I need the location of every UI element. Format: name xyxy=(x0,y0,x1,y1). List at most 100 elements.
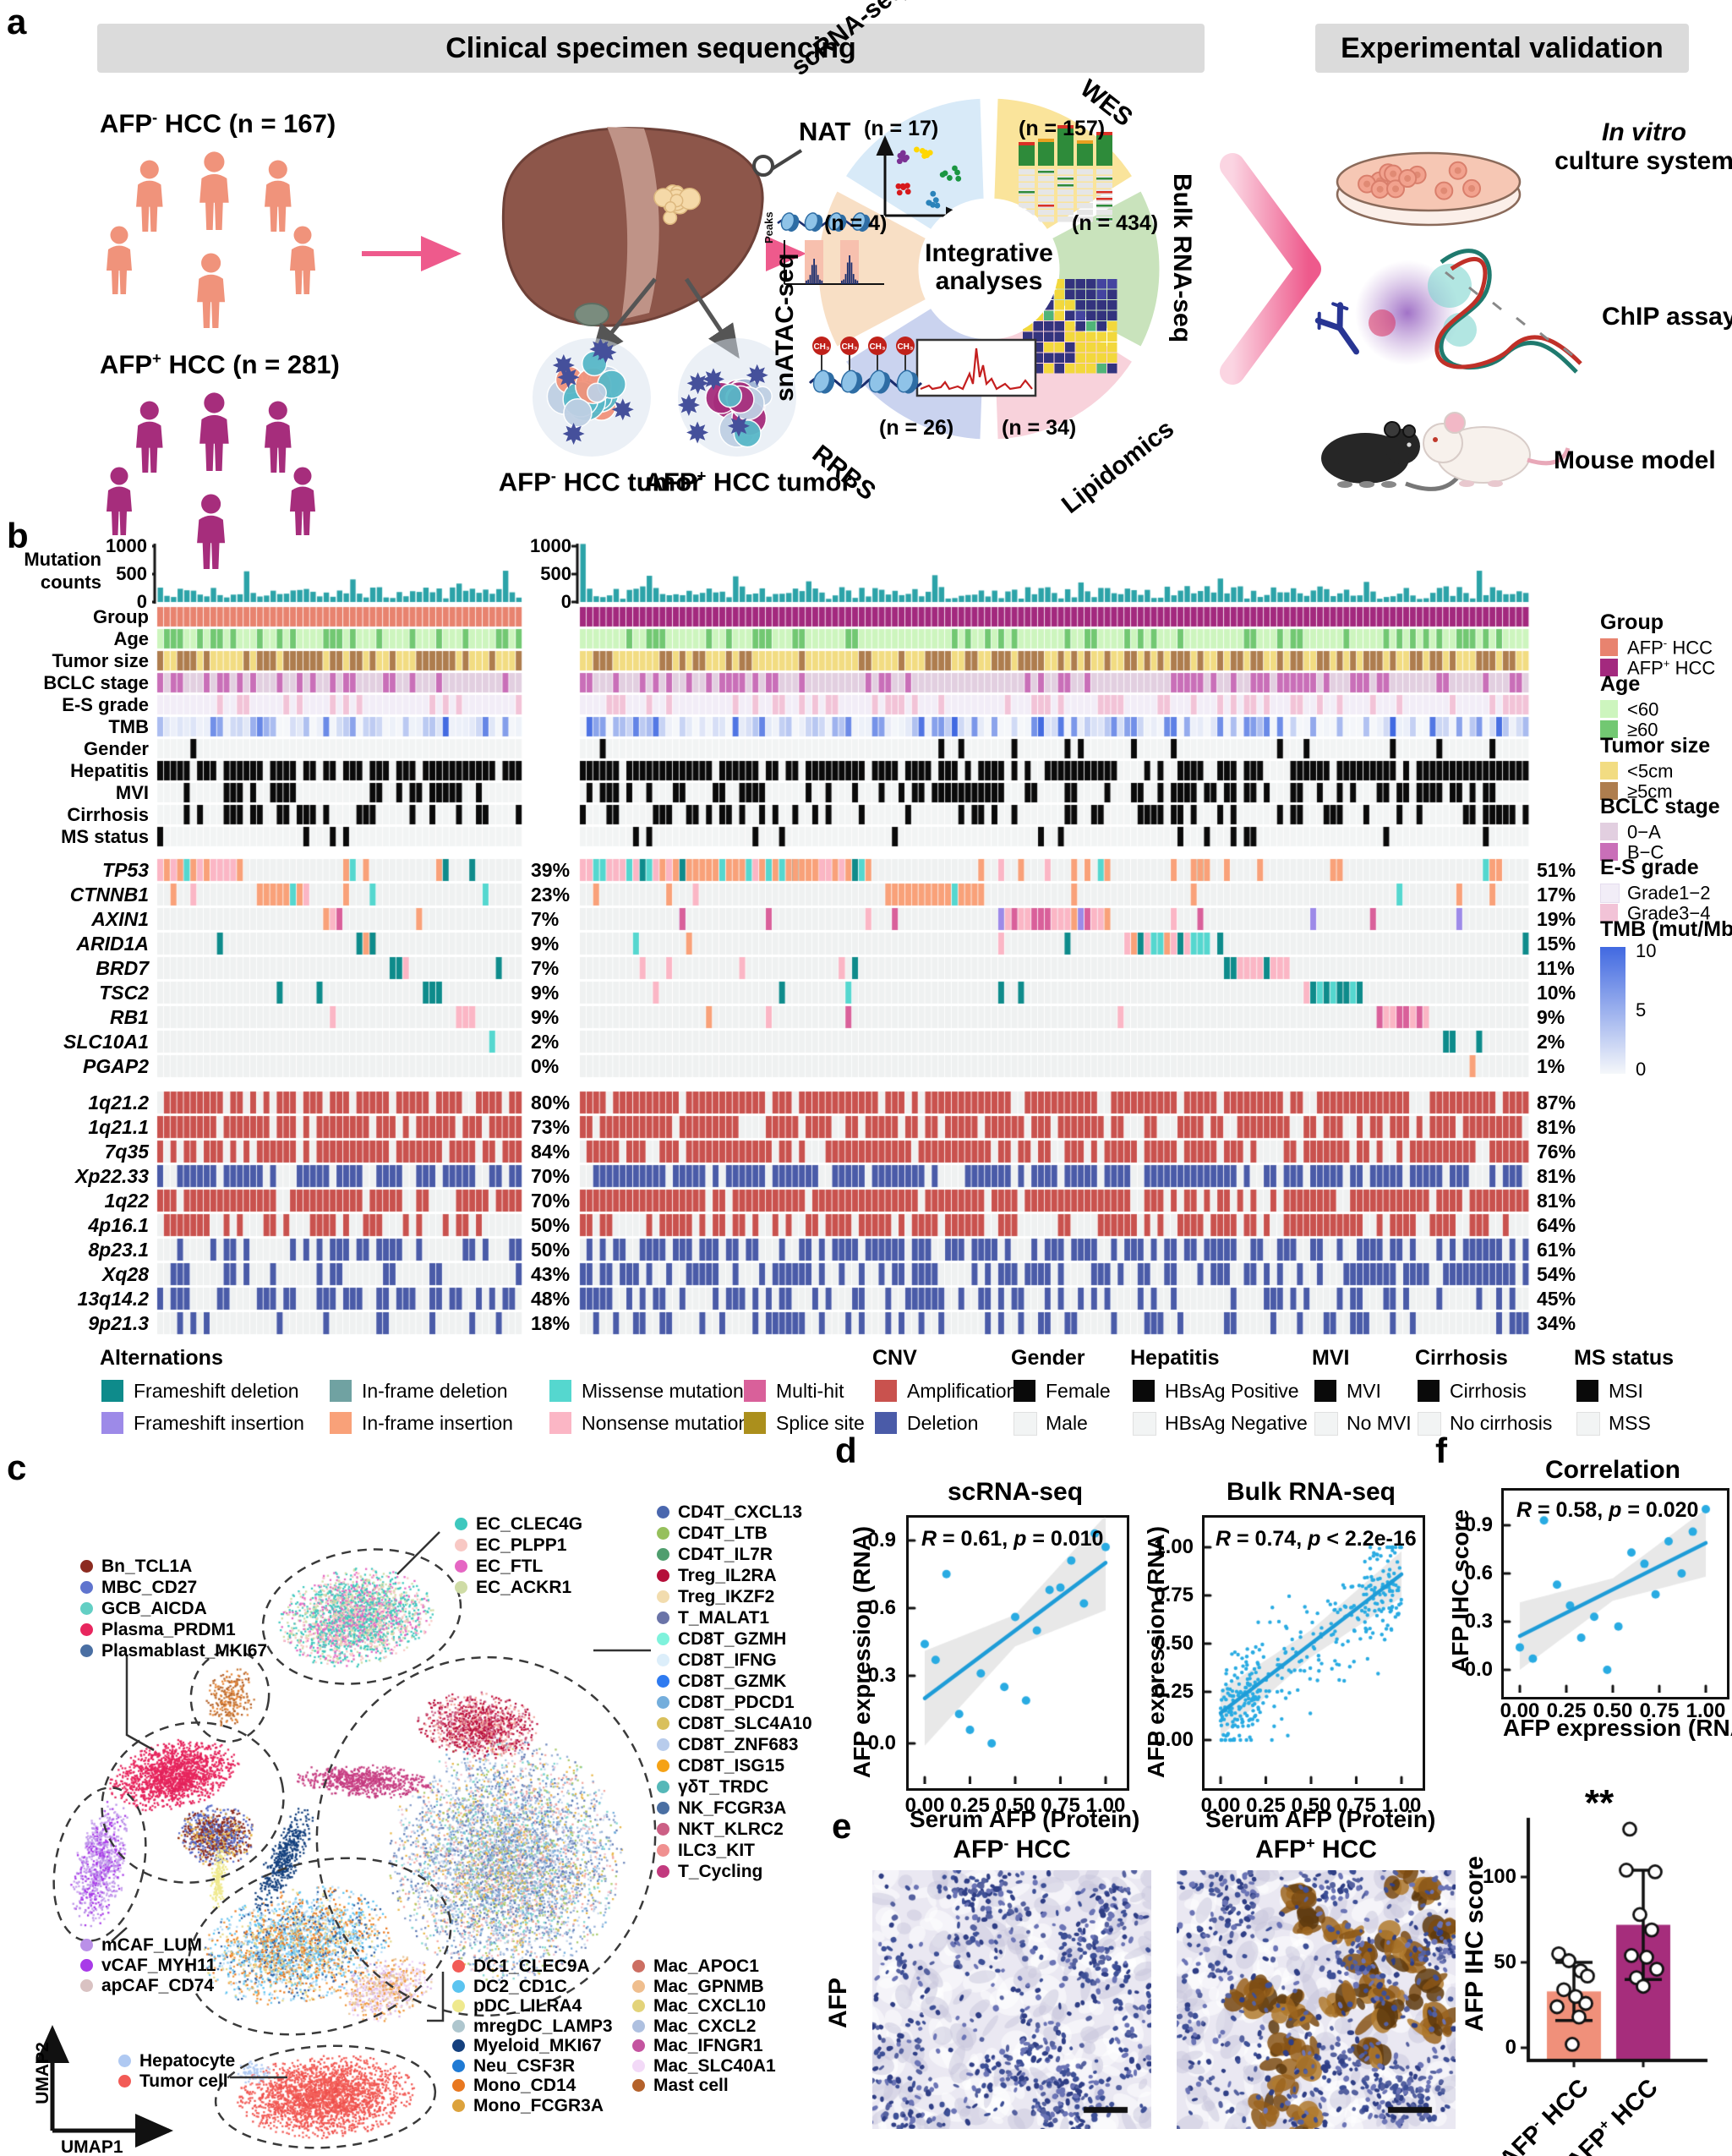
lipidomics-spectrum-icon xyxy=(915,338,1037,397)
ihc-bar-y-tick: 100 xyxy=(1482,1865,1516,1888)
cluster-dot-legend_myeloid_left xyxy=(452,2059,465,2072)
cluster-dot-legend_tnk xyxy=(657,1759,669,1772)
cluster-label: Tumor cell xyxy=(139,2071,228,2091)
side-legend-title: E-S grade xyxy=(1600,856,1699,879)
person-icon xyxy=(265,401,292,473)
cluster-label: CD8T_ZNF683 xyxy=(678,1735,799,1754)
cluster-label: Plasmablast_MKI67 xyxy=(101,1641,268,1661)
clinical-row-label: Group xyxy=(93,606,149,627)
wheel-n-bulk: (n = 434) xyxy=(1072,211,1159,235)
cnv-right-pct: 87% xyxy=(1537,1092,1576,1114)
legend-swatch xyxy=(1314,1412,1338,1436)
clinical-row-label: Cirrhosis xyxy=(67,804,149,825)
tumor-pos-label: AFP+ HCC tumor xyxy=(644,467,852,497)
side-legend-swatch xyxy=(1600,700,1618,718)
corr-scatter-canvas xyxy=(1503,1490,1723,1693)
cluster-dot-legend_tnk xyxy=(657,1865,669,1878)
wheel-sector-label-snatac: snATAC-seq xyxy=(771,253,799,402)
clinical-row-label: Age xyxy=(113,628,149,649)
bulk-y-tick: 0.75 xyxy=(1154,1584,1194,1606)
cnv-right-pct: 64% xyxy=(1537,1214,1576,1236)
tmb-tick: 10 xyxy=(1636,940,1657,961)
person-icon xyxy=(199,392,229,471)
cluster-label: CD8T_GZMK xyxy=(678,1672,787,1691)
cnv-left-pct: 43% xyxy=(531,1263,571,1285)
panel-b-label: b xyxy=(7,516,29,555)
gene-left-pct: 39% xyxy=(531,859,571,881)
legend-item-label: HBsAg Positive xyxy=(1165,1380,1299,1402)
panel-e-label: e xyxy=(832,1806,852,1846)
bulk-x-tick: 1.00 xyxy=(1381,1794,1422,1817)
cluster-label: Plasma_PRDM1 xyxy=(101,1620,236,1639)
legend-swatch xyxy=(1014,1412,1037,1436)
cluster-label: Mono_FCGR3A xyxy=(473,2095,604,2115)
cluster-label: DC1_CLEC9A xyxy=(473,1956,590,1976)
gene-left-pct: 0% xyxy=(531,1055,560,1077)
bulk-x-tick: 0.75 xyxy=(1336,1794,1376,1817)
cluster-label: Bn_TCL1A xyxy=(101,1557,193,1576)
person-icon xyxy=(199,151,229,230)
legend-swatch xyxy=(744,1380,766,1402)
corr-y-tick: 0.3 xyxy=(1464,1610,1493,1633)
ihc-neg-title: AFP- HCC xyxy=(953,1835,1071,1863)
cluster-dot-legend_myeloid_left xyxy=(452,1960,465,1973)
panel-a-label: a xyxy=(7,2,27,41)
scrna-plot-title: scRNA-seq xyxy=(947,1478,1084,1506)
header-right-text: Experimental validation xyxy=(1341,31,1664,64)
cluster-dot-legend_tnk xyxy=(657,1590,669,1603)
bulk-scatter-canvas xyxy=(1204,1517,1418,1784)
cnv-left-pct: 80% xyxy=(531,1092,571,1114)
scrna-stats: R = 0.61, p = 0.010 xyxy=(921,1527,1104,1551)
cluster-dot-legend_myeloid_left xyxy=(452,2039,465,2052)
legend-swatch xyxy=(1014,1380,1035,1402)
svg-text:CH₃: CH₃ xyxy=(897,342,913,352)
gene-right-pct: 11% xyxy=(1537,957,1575,979)
cluster-outline xyxy=(189,1649,270,1743)
snatac-icon: Peaks xyxy=(762,211,884,285)
scrna-y-tick: 0.6 xyxy=(867,1596,896,1619)
person-icon xyxy=(136,401,163,473)
tmb-legend-title: TMB (mut/Mb) xyxy=(1600,917,1732,941)
cluster-dot-legend_parenchymal xyxy=(118,2075,131,2088)
bulk-plot-title: Bulk RNA-seq xyxy=(1226,1478,1396,1506)
legend-swatch xyxy=(1418,1412,1441,1436)
cnv-row-label: 9p21.3 xyxy=(88,1312,149,1334)
corr-x-title: AFP expression (RNA) xyxy=(1503,1715,1732,1741)
cluster-dot-legend_tnk xyxy=(657,1781,669,1793)
side-legend-title: Tumor size xyxy=(1600,734,1711,758)
cluster-dot-legend_b xyxy=(80,1623,93,1636)
cluster-outline xyxy=(187,1857,452,2036)
mouse-label: Mouse model xyxy=(1554,446,1716,474)
gene-right-pct: 10% xyxy=(1537,982,1576,1004)
significance-stars: ** xyxy=(1584,1782,1615,1824)
gene-right-pct: 15% xyxy=(1537,933,1576,955)
legend-item-label: MVI xyxy=(1347,1380,1381,1402)
cluster-dot-legend_myeloid_right xyxy=(632,2079,645,2092)
side-legend-title: Group xyxy=(1600,610,1664,634)
cluster-dot-legend_caf xyxy=(80,1959,93,1972)
mut-axis-tick-right: 1000 xyxy=(530,535,571,556)
ihc-image-afp-pos xyxy=(1177,1870,1456,2129)
cluster-dot-legend_myeloid_right xyxy=(632,1960,645,1973)
scrna-x-tick: 0.25 xyxy=(950,1794,990,1817)
umap-scatter xyxy=(8,1429,854,2156)
corr-x-tick: 0.50 xyxy=(1593,1699,1633,1722)
gene-row-label: ARID1A xyxy=(76,933,149,955)
mut-axis-tick-right: 500 xyxy=(540,563,571,584)
gene-row-label: TP53 xyxy=(102,859,149,881)
cnv-left-pct: 70% xyxy=(531,1190,571,1212)
clinical-row-label: BCLC stage xyxy=(43,672,149,693)
ihc-pos-title: AFP HCC+ HCC xyxy=(1255,1835,1377,1863)
cluster-dot-legend_tnk xyxy=(657,1823,669,1836)
bulk-x-tick: 0.00 xyxy=(1200,1794,1241,1817)
corr-x-tick: 0.75 xyxy=(1639,1699,1680,1722)
side-legend-swatch xyxy=(1600,904,1618,922)
person-icon xyxy=(290,467,315,535)
mut-axis-tick-right: 0 xyxy=(560,591,571,612)
side-legend-item: Grade3−4 xyxy=(1627,902,1711,924)
header-left-text: Clinical specimen sequencing xyxy=(445,31,856,64)
cluster-dot-legend_tnk xyxy=(657,1569,669,1582)
chip-label: ChIP assay xyxy=(1602,303,1732,331)
